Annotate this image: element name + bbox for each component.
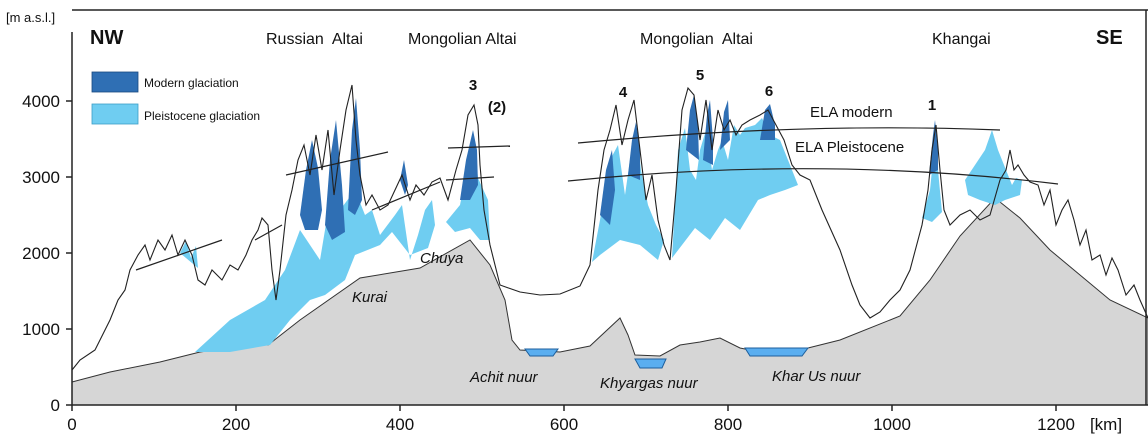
y-tick-4000: 4000 (22, 92, 60, 111)
y-tick-0: 0 (51, 396, 60, 415)
y-unit-label: [m a.s.l.] (6, 10, 55, 25)
peak-label-4: 4 (619, 84, 628, 101)
x-tick-0: 0 (67, 415, 76, 434)
x-tick-1200: 1200 (1037, 415, 1075, 434)
ela-modern-label: ELA modern (810, 104, 893, 121)
peak-label-2: (2) (488, 99, 506, 116)
ela-lines (135, 127, 1059, 271)
place-kurai: Kurai (352, 289, 388, 306)
peak-label-3: 3 (469, 77, 477, 94)
x-unit-label: [km] (1090, 415, 1122, 434)
x-ticks (71, 405, 1057, 411)
axes (71, 9, 1148, 406)
place-khar-us-nuur: Khar Us nuur (772, 368, 861, 385)
region-russian-altai: Russian Altai (266, 31, 363, 48)
region-mongolian-altai-2: Mongolian Altai (640, 31, 753, 48)
peak-label-6: 6 (765, 83, 773, 100)
y-tick-1000: 1000 (22, 320, 60, 339)
lake-khyargas-nuur (634, 358, 667, 369)
place-achit-nuur: Achit nuur (469, 369, 539, 386)
x-tick-600: 600 (550, 415, 578, 434)
region-mongolian-altai-1: Mongolian Altai (408, 31, 517, 48)
legend-swatch-modern (91, 71, 139, 93)
y-tick-3000: 3000 (22, 168, 60, 187)
x-tick-400: 400 (386, 415, 414, 434)
lake-khar-us-nuur (744, 347, 809, 357)
lake-achit-nuur (524, 348, 559, 357)
peak-label-1: 1 (928, 97, 936, 114)
ela-pleistocene-label: ELA Pleistocene (795, 139, 904, 156)
x-tick-800: 800 (714, 415, 742, 434)
place-khyargas-nuur: Khyargas nuur (600, 375, 699, 392)
place-chuya: Chuya (420, 250, 463, 267)
legend-label-modern: Modern glaciation (144, 76, 239, 90)
legend-swatch-pleistocene (91, 103, 139, 125)
y-ticks (66, 100, 72, 406)
x-tick-200: 200 (222, 415, 250, 434)
legend-label-pleistocene: Pleistocene glaciation (144, 109, 260, 123)
peak-label-5: 5 (696, 67, 704, 84)
region-khangai: Khangai (932, 31, 991, 48)
terrain-profile (71, 197, 1148, 406)
corner-se-label: SE (1096, 27, 1123, 49)
ridge-profile-line (71, 84, 1148, 371)
y-tick-2000: 2000 (22, 244, 60, 263)
corner-nw-label: NW (90, 27, 123, 49)
pleistocene-glaciation (180, 118, 1022, 352)
x-tick-1000: 1000 (873, 415, 911, 434)
